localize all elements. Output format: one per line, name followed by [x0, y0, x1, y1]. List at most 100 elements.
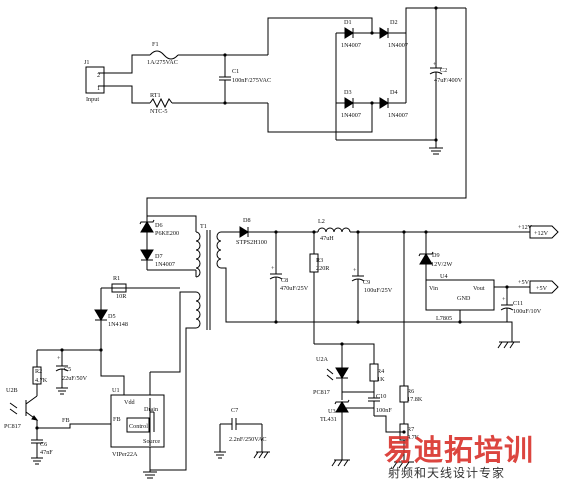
d8-value: STPS2H100 — [236, 239, 267, 246]
c11-label: C11 — [513, 300, 523, 307]
capacitor-c9: + C9 100uF/25V — [351, 230, 393, 324]
rt1-value: NTC-5 — [150, 108, 168, 115]
p12-port-label: +12V — [534, 230, 549, 237]
d8-label: D8 — [243, 217, 251, 224]
u2a-part: PC817 — [313, 389, 330, 396]
d4-value: 1N4007 — [388, 112, 408, 119]
u4-gnd: GND — [457, 295, 471, 302]
capacitor-c5: + C5 22uF/50V — [55, 348, 88, 395]
c8-value: 470uF/25V — [280, 285, 309, 292]
optocoupler-u2b: U2B PC817 — [4, 387, 39, 430]
d2-label: D2 — [390, 19, 398, 26]
watermark-logo-text: 易迪拓培训 — [384, 433, 535, 467]
c1-label: C1 — [232, 68, 239, 75]
transformer-t1: T1 — [195, 223, 222, 330]
d2-value: 1N4007 — [388, 42, 408, 49]
c1-value: 100nF/275VAC — [232, 77, 271, 84]
u1-label: U1 — [112, 387, 120, 394]
u3-label: U3 — [328, 408, 336, 415]
input-label: Input — [86, 96, 99, 103]
r6-value: 17.8K — [407, 396, 423, 403]
output-12v: +12V +12V — [518, 224, 559, 239]
fb-net-label: FB — [62, 417, 70, 424]
p5-port-label: +5V — [536, 285, 548, 292]
capacitor-c11: + C11 100uF/10V — [500, 285, 542, 322]
clamp-diode-d7: D7 1N4007 — [140, 249, 175, 268]
l2-label: L2 — [318, 218, 325, 225]
f1-value: 1A/275VAC — [147, 59, 178, 66]
d6-label: D6 — [155, 222, 163, 229]
r3-label: R3 — [316, 257, 323, 264]
u1-source: Source — [143, 438, 160, 445]
u4-label: U4 — [440, 273, 448, 280]
bulk-capacitor-c2: + C2 47uF/400V — [429, 6, 463, 155]
inductor-l2: L2 47uH — [317, 218, 351, 242]
f1-label: F1 — [152, 41, 159, 48]
output-5v: +5V +5V — [518, 279, 559, 294]
r1-value: 10R — [116, 293, 127, 300]
c7-label: C7 — [231, 407, 238, 414]
c7-value: 2.2nF/250VAC — [229, 436, 267, 443]
c11-value: 100uF/10V — [513, 308, 542, 315]
u4-vin: Vin — [429, 285, 438, 292]
d4-label: D4 — [390, 89, 398, 96]
l2-value: 47uH — [320, 235, 334, 242]
r7-value: 4.7K — [407, 434, 420, 441]
optocoupler-u2a: U2A PC817 — [313, 344, 349, 396]
c5-value: 22uF/50V — [62, 375, 88, 382]
u4-vout: Vout — [473, 285, 485, 292]
bridge-rectifier: D1 1N4007 D2 1N4007 D3 1N4007 D4 1N4007 — [335, 19, 408, 140]
capacitor-c1: C1 100nF/275VAC — [219, 53, 271, 105]
c10-value: 100nF — [376, 407, 392, 414]
d5-label: D5 — [108, 313, 116, 320]
resistor-r1: R1 10R — [111, 275, 127, 300]
c6-label: C6 — [40, 441, 47, 448]
t1-label: T1 — [200, 223, 207, 230]
c6-value: 47nF — [40, 449, 53, 456]
rectifier-diode-d8: D8 STPS2H100 — [236, 217, 267, 246]
u2a-label: U2A — [316, 356, 329, 363]
r2-value: 4.7K — [35, 377, 48, 384]
r4-label: R4 — [377, 368, 384, 375]
u1-control: Control — [129, 423, 148, 430]
svg-text:+: + — [271, 265, 275, 272]
capacitor-c6: C6 47nF — [31, 426, 53, 465]
r3-value: 220R — [316, 265, 330, 272]
thermistor-rt1: RT1 NTC-5 — [149, 92, 173, 115]
d1-value: 1N4007 — [341, 42, 361, 49]
shunt-regulator-u3: U3 TL431 — [320, 399, 374, 450]
resistor-r6: R6 17.8K — [399, 385, 423, 403]
u1-part: VIPer22A — [112, 451, 138, 458]
d7-label: D7 — [155, 253, 163, 260]
watermark-subtitle: 射频和天线设计专家 — [388, 466, 506, 480]
diode-d5: D5 1N4148 — [94, 309, 128, 328]
u3-value: TL431 — [320, 416, 337, 423]
rt1-label: RT1 — [150, 92, 161, 99]
c8-label: C8 — [281, 277, 288, 284]
d1-label: D1 — [344, 19, 352, 26]
d3-label: D3 — [344, 89, 352, 96]
u2b-label: U2B — [6, 387, 18, 394]
d3-value: 1N4007 — [341, 112, 361, 119]
c5-label: C5 — [64, 366, 71, 373]
u2b-part: PC817 — [4, 423, 21, 430]
d5-value: 1N4148 — [108, 321, 128, 328]
d7-value: 1N4007 — [155, 261, 175, 268]
c9-value: 100uF/25V — [364, 287, 393, 294]
c9-label: C9 — [363, 279, 370, 286]
c2-value: 47uF/400V — [434, 77, 463, 84]
u1-vdd: Vdd — [124, 399, 136, 406]
p12-net-label: +12V — [518, 224, 533, 231]
r2-label: R2 — [35, 368, 42, 375]
resistor-r3: R3 220R — [309, 230, 330, 344]
u1-fb: FB — [113, 416, 121, 423]
controller-u1: U1 Vdd Drain Control FB Source VIPer22A — [110, 387, 165, 458]
r7-label: R7 — [407, 426, 414, 433]
svg-text:+: + — [433, 61, 437, 68]
c10-label: C10 — [376, 393, 386, 400]
u1-drain: Drain — [144, 406, 158, 413]
clamp-diode-d6: D6 P6KE200 — [139, 219, 179, 237]
capacitor-c7: C7 2.2nF/250VAC — [214, 407, 270, 459]
j1-pin2: 2 — [97, 72, 100, 79]
